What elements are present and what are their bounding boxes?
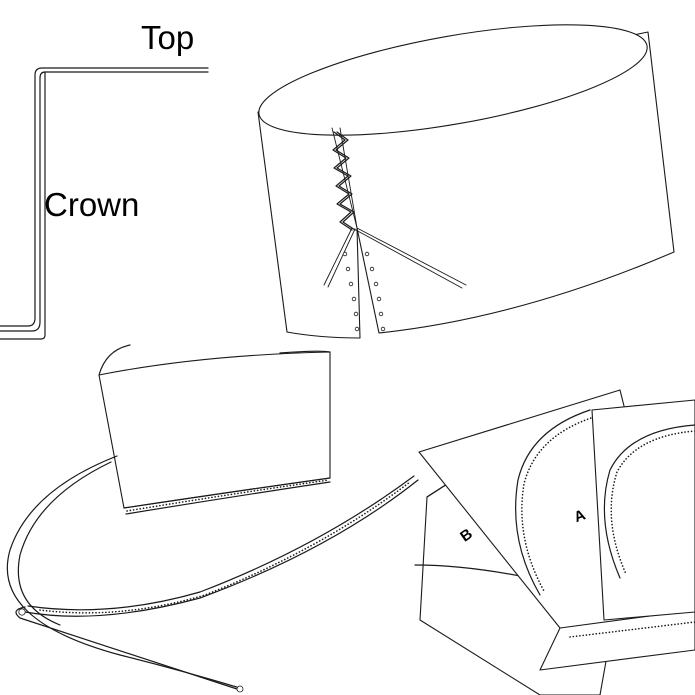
cross-section-profile: Top Crown [0,19,209,340]
top-label: Top [141,19,194,56]
lacing-cord [332,131,353,231]
pattern-sheets: B A [414,389,695,695]
hat-with-brim [6,344,419,693]
lace-holes [342,251,386,332]
crown-cylinder-laced [257,24,675,339]
pattern-sheet-front [591,399,695,621]
crown-label: Crown [44,186,139,223]
